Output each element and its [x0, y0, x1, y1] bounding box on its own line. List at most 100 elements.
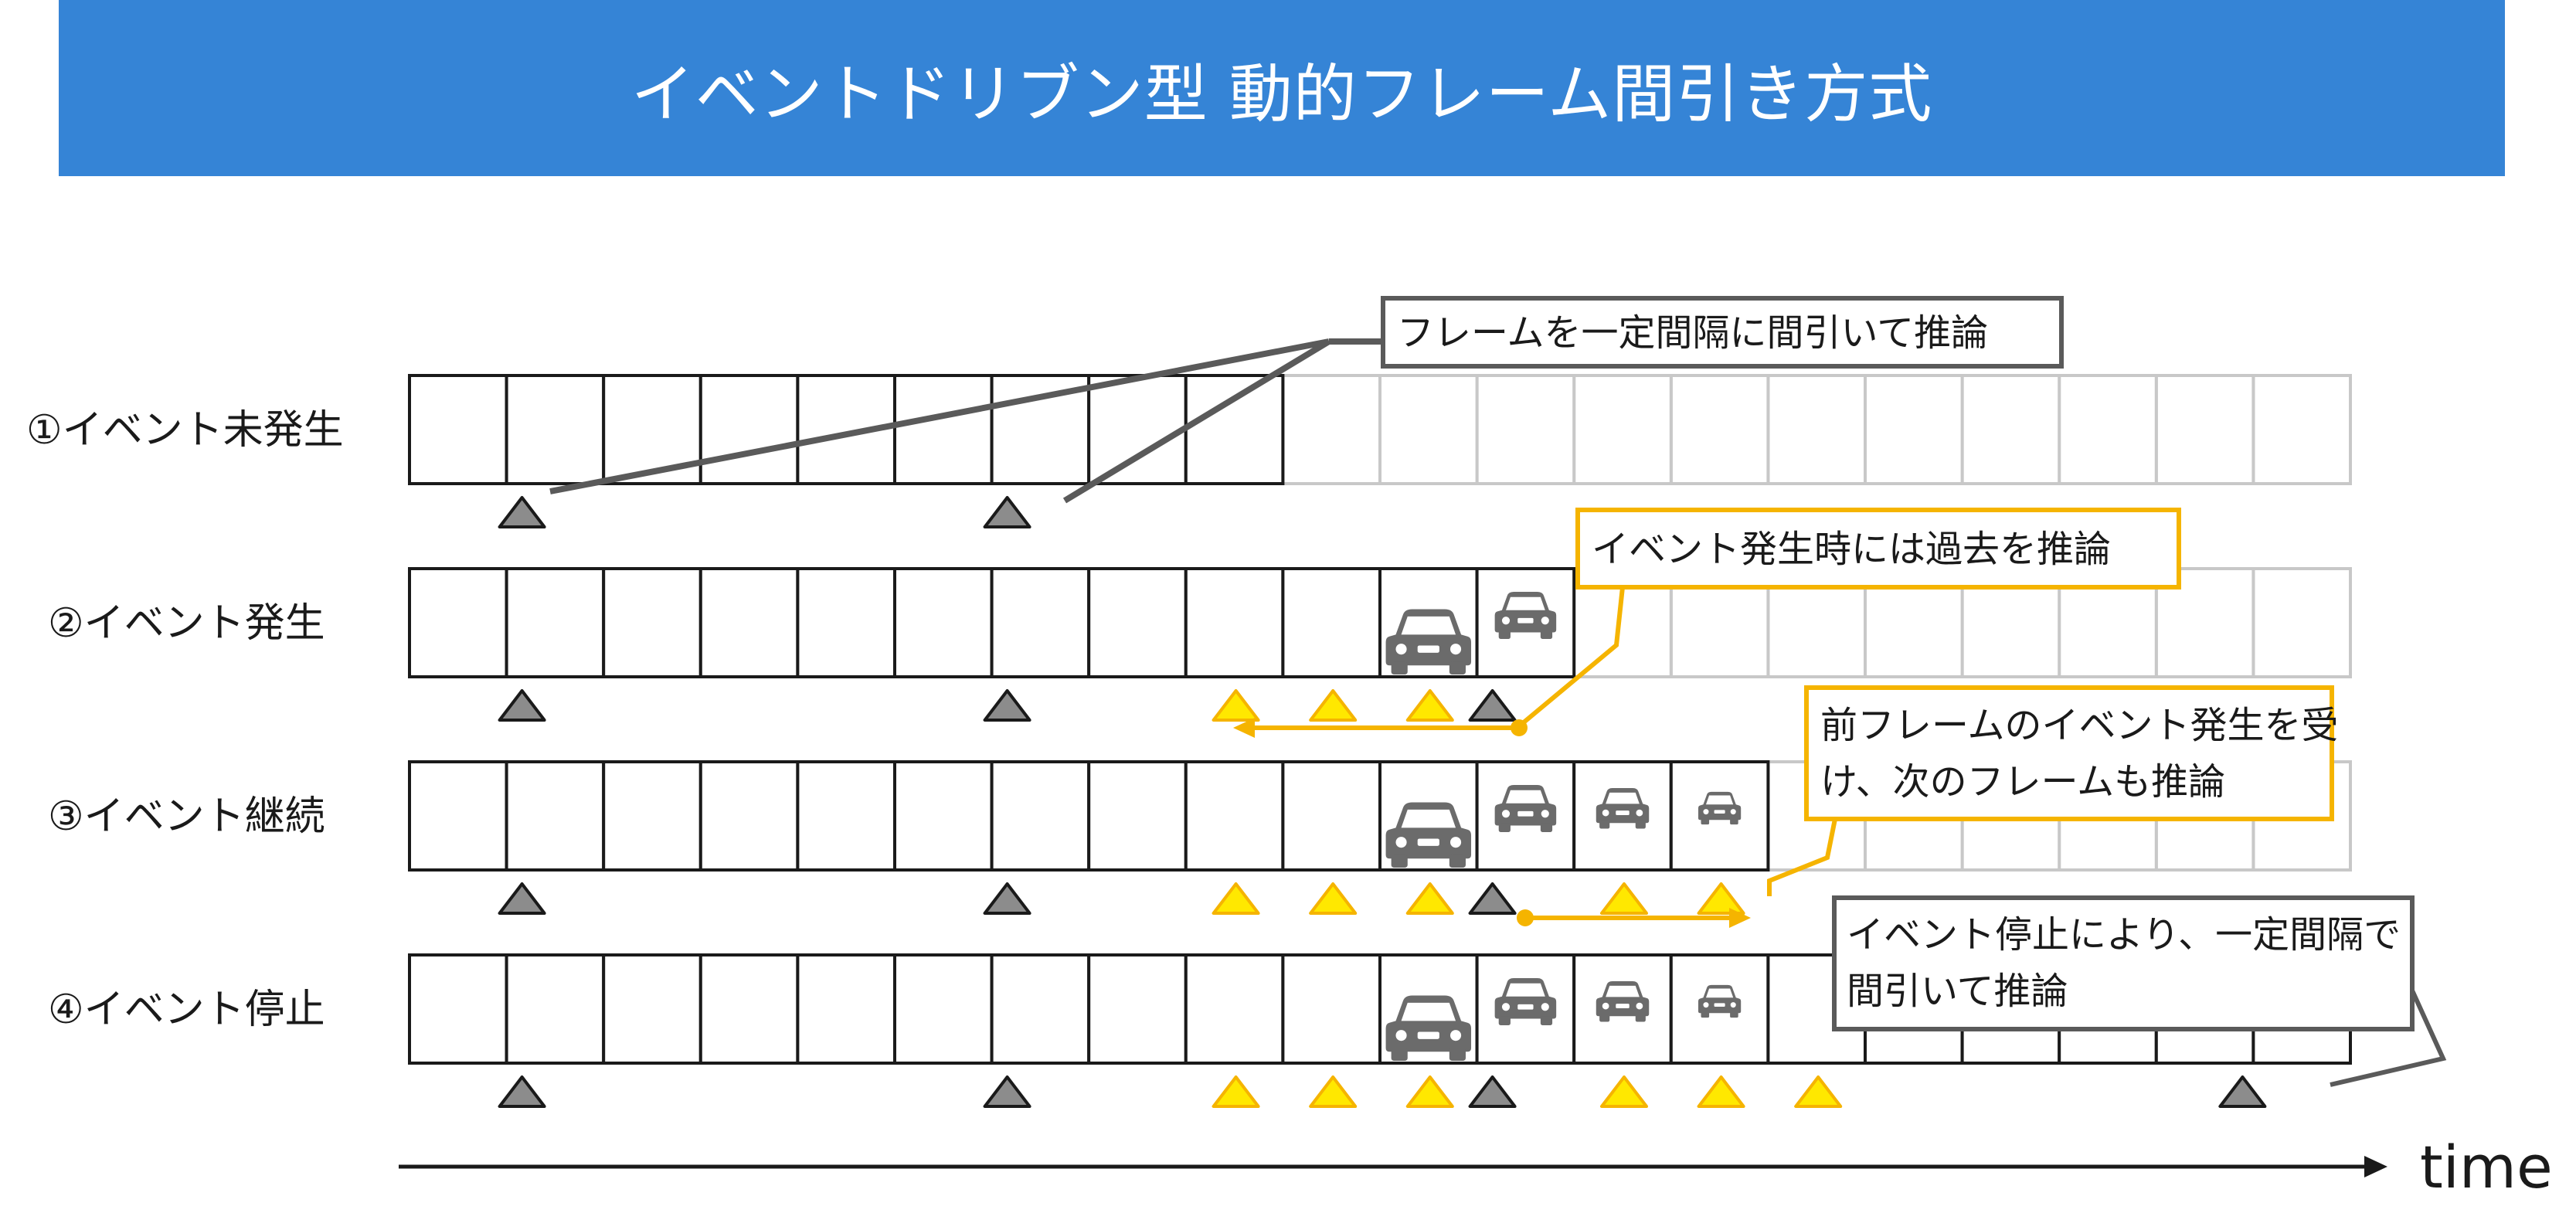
frame-cell: [698, 760, 800, 872]
time-axis: time: [399, 1133, 2553, 1201]
arrow-origin-dot: [1511, 719, 1528, 736]
callout-pointer: [1062, 338, 1331, 504]
row-label: ④イベント停止: [48, 987, 325, 1033]
inference-marker-event: [1309, 1075, 1358, 1108]
frame-row: ②イベント発生: [48, 567, 2352, 678]
frame-cell-inactive: [1960, 374, 2061, 485]
callout-next: 前フレームのイベント発生を受 け、次のフレームも推論: [1517, 685, 2339, 928]
inference-marker-event: [1697, 1075, 1745, 1108]
inference-marker: [983, 1075, 1031, 1108]
row-label: ②イベント発生: [48, 600, 325, 647]
frame-cell: [1087, 374, 1188, 485]
inference-marker: [1468, 689, 1517, 722]
callout-box: [1381, 296, 2064, 369]
callout-box: [1575, 508, 2181, 590]
row-label: ③イベント継続: [48, 793, 325, 840]
frame-cell-inactive: [1864, 374, 1964, 485]
row-label: ①イベント未発生: [26, 407, 344, 454]
inference-marker: [498, 882, 546, 915]
frame-cell: [408, 953, 508, 1065]
arrow-head: [1729, 908, 1751, 928]
frame-cell: [893, 374, 994, 485]
inference-marker-event: [1600, 882, 1648, 915]
frame-cell: [505, 760, 606, 872]
time-label: time: [2420, 1133, 2553, 1201]
inference-marker: [983, 496, 1031, 528]
frame-cell: [893, 953, 994, 1065]
frame-cell: [990, 760, 1091, 872]
frame-cell: [1184, 953, 1285, 1065]
frame-cell-inactive: [2154, 374, 2255, 485]
frame-cell-inactive: [2058, 374, 2158, 485]
frame-cell: [698, 567, 800, 678]
frame-cell-inactive: [1475, 374, 1576, 485]
frame-cell: [990, 953, 1091, 1065]
inference-marker: [983, 882, 1031, 915]
callout-past: イベント発生時には過去を推論: [1233, 508, 2181, 738]
frame-row: ①イベント未発生: [26, 374, 2352, 485]
inference-marker: [1468, 882, 1517, 915]
frame-cell-inactive: [2251, 374, 2352, 485]
callout-pointer: [549, 338, 1330, 494]
frame-cell: [505, 567, 606, 678]
inference-marker-event: [1212, 1075, 1260, 1108]
frame-cell: [990, 567, 1091, 678]
callout-text-line1: イベント停止により、一定間隔で: [1847, 913, 2401, 956]
callout-text-line2: け、次のフレームも推論: [1820, 760, 2225, 804]
frame-cell-inactive: [1572, 374, 1673, 485]
frame-cell-inactive: [1378, 374, 1479, 485]
inference-marker-event: [1600, 1075, 1648, 1108]
inference-marker: [498, 689, 546, 722]
callout-thinning: フレームを一定間隔に間引いて推論: [549, 296, 2064, 504]
frame-cell: [505, 953, 606, 1065]
frame-cell: [602, 953, 702, 1065]
frame-cell-inactive: [1281, 374, 1382, 485]
callout-text-line1: 前フレームのイベント発生を受: [1820, 704, 2339, 747]
frame-cell: [1184, 374, 1285, 485]
frame-cell: [1087, 567, 1188, 678]
inference-marker-event: [1212, 882, 1260, 915]
callout-box: [1804, 685, 2334, 821]
callout-stop: イベント停止により、一定間隔で 間引いて推論: [1832, 895, 2447, 1087]
inference-marker-event: [1405, 1075, 1454, 1108]
frame-cell: [1087, 760, 1188, 872]
callout-text: イベント発生時には過去を推論: [1592, 528, 2111, 571]
title-banner: イベントドリブン型 動的フレーム間引き方式: [59, 0, 2505, 176]
arrow-head: [1233, 718, 1255, 738]
frame-cell: [1281, 760, 1382, 872]
inference-marker: [498, 496, 546, 528]
frame-cell: [1087, 953, 1188, 1065]
inference-marker-event: [1309, 689, 1358, 722]
frame-rows: ①イベント未発生 ②イベント発生 ③イベント継続 ④イベント停止: [26, 374, 2352, 1108]
frame-cell: [796, 567, 897, 678]
callout-pointer: [1767, 818, 1837, 896]
inference-marker-event: [1794, 1075, 1843, 1108]
inference-marker: [1468, 1075, 1517, 1108]
frame-cell: [698, 953, 800, 1065]
callout-pointer: [1517, 586, 1625, 729]
inference-marker: [498, 1075, 546, 1108]
callout-text: フレームを一定間隔に間引いて推論: [1397, 311, 1988, 355]
inference-marker: [2218, 1075, 2267, 1108]
callout-box: [1832, 895, 2415, 1031]
frame-cell: [408, 374, 508, 485]
inference-marker: [983, 689, 1031, 722]
time-arrow-head: [2364, 1156, 2387, 1177]
frame-cell: [602, 567, 702, 678]
frame-cell: [505, 374, 606, 485]
frame-cell: [1281, 567, 1382, 678]
inference-marker-event: [1697, 882, 1745, 915]
frame-cell: [796, 953, 897, 1065]
frame-cell: [408, 760, 508, 872]
frame-cell: [893, 760, 994, 872]
frame-cell: [1184, 760, 1285, 872]
frame-cell: [1281, 953, 1382, 1065]
page-title: イベントドリブン型 動的フレーム間引き方式: [630, 57, 1933, 131]
arrow-origin-dot: [1517, 909, 1534, 926]
frame-cell-inactive: [2251, 567, 2352, 678]
callout-text-line2: 間引いて推論: [1847, 970, 2068, 1013]
frame-cell-inactive: [1766, 374, 1867, 485]
frame-cell: [602, 760, 702, 872]
frame-cell: [893, 567, 994, 678]
